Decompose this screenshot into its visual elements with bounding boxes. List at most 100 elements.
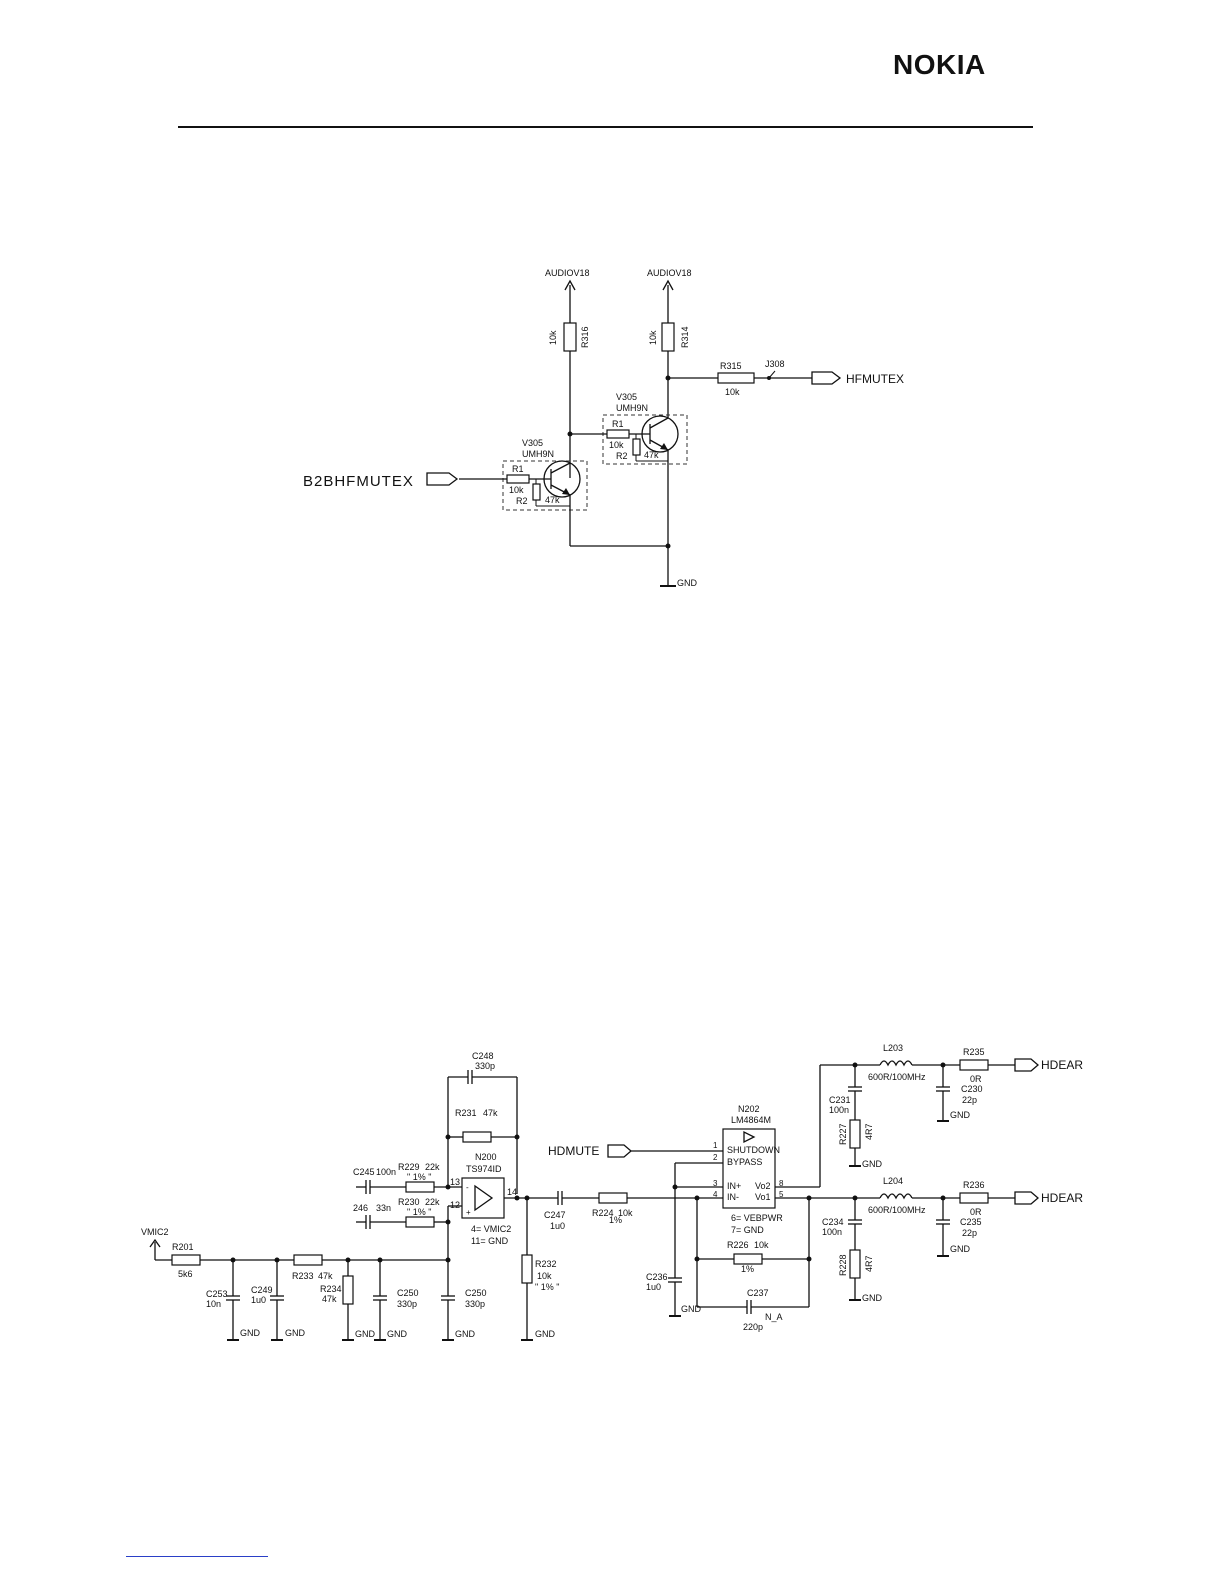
capacitor-c246: 246 33n xyxy=(353,1203,391,1229)
svg-text:GND: GND xyxy=(285,1328,306,1338)
capacitor-c231: C231 100n xyxy=(829,1062,862,1120)
svg-text:47k: 47k xyxy=(318,1271,333,1281)
svg-text:22k: 22k xyxy=(425,1197,440,1207)
resistor-r315: R315 10k xyxy=(717,361,755,397)
svg-text:0R: 0R xyxy=(970,1207,982,1217)
opamp-n200: N200 TS974ID 13 12 14 - + 4= VMIC2 11= G… xyxy=(450,1152,517,1246)
transistor-v305-lower: V305 UMH9N R1 10k R2 47k xyxy=(459,438,588,511)
svg-text:1%: 1% xyxy=(609,1215,622,1225)
svg-text:3: 3 xyxy=(713,1179,718,1188)
svg-text:5k6: 5k6 xyxy=(178,1269,193,1279)
svg-text:5: 5 xyxy=(779,1190,784,1199)
svg-text:HDEAR: HDEAR xyxy=(1041,1191,1083,1205)
svg-text:14: 14 xyxy=(507,1187,517,1197)
svg-text:11= GND: 11= GND xyxy=(471,1236,509,1246)
resistor-r314: 10k R314 xyxy=(648,322,690,418)
ground-symbol-top: GND xyxy=(660,578,698,588)
svg-text:C231: C231 xyxy=(829,1095,851,1105)
svg-text:C250: C250 xyxy=(397,1288,419,1298)
svg-text:R227: R227 xyxy=(838,1123,848,1145)
resistor-r228: R228 4R7 GND xyxy=(838,1249,883,1303)
svg-text:47k: 47k xyxy=(483,1108,498,1118)
svg-text:R314: R314 xyxy=(680,326,690,348)
svg-text:C236: C236 xyxy=(646,1272,668,1282)
svg-text:8: 8 xyxy=(779,1179,784,1188)
svg-text:22k: 22k xyxy=(425,1162,440,1172)
svg-text:C245: C245 xyxy=(353,1167,375,1177)
svg-text:GND: GND xyxy=(950,1110,971,1120)
svg-text:V305: V305 xyxy=(616,392,637,402)
svg-text:R233: R233 xyxy=(292,1271,314,1281)
svg-text:100n: 100n xyxy=(376,1167,396,1177)
svg-text:R235: R235 xyxy=(963,1047,985,1057)
svg-text:1u0: 1u0 xyxy=(646,1282,661,1292)
output-port-hfmutex: HFMUTEX xyxy=(811,371,904,386)
svg-text:47k: 47k xyxy=(322,1294,337,1304)
svg-text:47k: 47k xyxy=(644,450,659,460)
capacitor-c234: C234 100n xyxy=(822,1195,862,1250)
svg-text:7= GND: 7= GND xyxy=(731,1225,764,1235)
svg-text:R234: R234 xyxy=(320,1284,342,1294)
capacitor-c230: C230 22p GND xyxy=(936,1062,983,1122)
svg-text:C230: C230 xyxy=(961,1084,983,1094)
svg-text:4R7: 4R7 xyxy=(864,1255,874,1272)
svg-text:R228: R228 xyxy=(838,1254,848,1276)
svg-text:10k: 10k xyxy=(537,1271,552,1281)
resistor-r236: R236 0R xyxy=(959,1180,989,1217)
svg-text:HDMUTE: HDMUTE xyxy=(548,1144,599,1158)
svg-text:100n: 100n xyxy=(822,1227,842,1237)
svg-text:+: + xyxy=(466,1208,471,1217)
svg-text:1u0: 1u0 xyxy=(251,1295,266,1305)
svg-text:Vo1: Vo1 xyxy=(755,1192,771,1202)
capacitor-c250-b: C250 330p GND xyxy=(441,1257,487,1341)
nokia-logo: NOKIA xyxy=(893,49,986,80)
resistor-r232: R232 10k " 1% " GND xyxy=(521,1195,559,1341)
svg-text:VMIC2: VMIC2 xyxy=(141,1227,169,1237)
rail-label-right: AUDIOV18 xyxy=(647,268,692,278)
svg-text:330p: 330p xyxy=(397,1299,417,1309)
svg-text:TS974ID: TS974ID xyxy=(466,1164,502,1174)
capacitor-c249: C249 1u0 GND xyxy=(251,1257,306,1341)
svg-text:R1: R1 xyxy=(512,464,524,474)
svg-text:GND: GND xyxy=(455,1329,476,1339)
svg-text:220p: 220p xyxy=(743,1322,763,1332)
svg-text:" 1% ": " 1% " xyxy=(407,1172,431,1182)
svg-text:GND: GND xyxy=(950,1244,971,1254)
top-schematic: AUDIOV18 AUDIOV18 10k R316 10k R314 xyxy=(303,268,904,588)
svg-text:C249: C249 xyxy=(251,1285,273,1295)
testpoint-j308: J308 xyxy=(765,359,785,380)
svg-text:" 1% ": " 1% " xyxy=(535,1282,559,1292)
svg-text:N200: N200 xyxy=(475,1152,497,1162)
svg-text:BYPASS: BYPASS xyxy=(727,1157,762,1167)
svg-text:2: 2 xyxy=(713,1153,718,1162)
transistor-v305-upper: V305 UMH9N R1 10k R2 47k xyxy=(567,392,688,465)
svg-text:C235: C235 xyxy=(960,1217,982,1227)
svg-text:V305: V305 xyxy=(522,438,543,448)
capacitor-c250-a: C250 330p GND xyxy=(373,1257,419,1341)
svg-text:N202: N202 xyxy=(738,1104,760,1114)
svg-text:C234: C234 xyxy=(822,1217,844,1227)
svg-text:330p: 330p xyxy=(465,1299,485,1309)
svg-text:SHUTDOWN: SHUTDOWN xyxy=(727,1145,780,1155)
svg-text:GND: GND xyxy=(535,1329,556,1339)
svg-text:J308: J308 xyxy=(765,359,785,369)
input-port-b2bhfmutex: B2BHFMUTEX xyxy=(303,472,459,490)
svg-text:330p: 330p xyxy=(475,1061,495,1071)
svg-text:6= VEBPWR: 6= VEBPWR xyxy=(731,1213,783,1223)
svg-text:IN+: IN+ xyxy=(727,1181,741,1191)
svg-text:GND: GND xyxy=(862,1293,883,1303)
capacitor-c248: C248 330p xyxy=(467,1051,495,1084)
svg-text:600R/100MHz: 600R/100MHz xyxy=(868,1205,926,1215)
svg-text:L204: L204 xyxy=(883,1176,903,1186)
svg-text:33n: 33n xyxy=(376,1203,391,1213)
svg-text:12: 12 xyxy=(450,1200,460,1210)
svg-text:L203: L203 xyxy=(883,1043,903,1053)
svg-text:R201: R201 xyxy=(172,1242,194,1252)
svg-text:4= VMIC2: 4= VMIC2 xyxy=(471,1224,511,1234)
inductor-l203: L203 600R/100MHz xyxy=(868,1043,926,1082)
power-rail-left: AUDIOV18 xyxy=(545,268,590,323)
svg-text:N_A: N_A xyxy=(765,1312,783,1322)
svg-text:" 1% ": " 1% " xyxy=(407,1207,431,1217)
capacitor-c236: C236 1u0 GND xyxy=(646,1272,702,1317)
